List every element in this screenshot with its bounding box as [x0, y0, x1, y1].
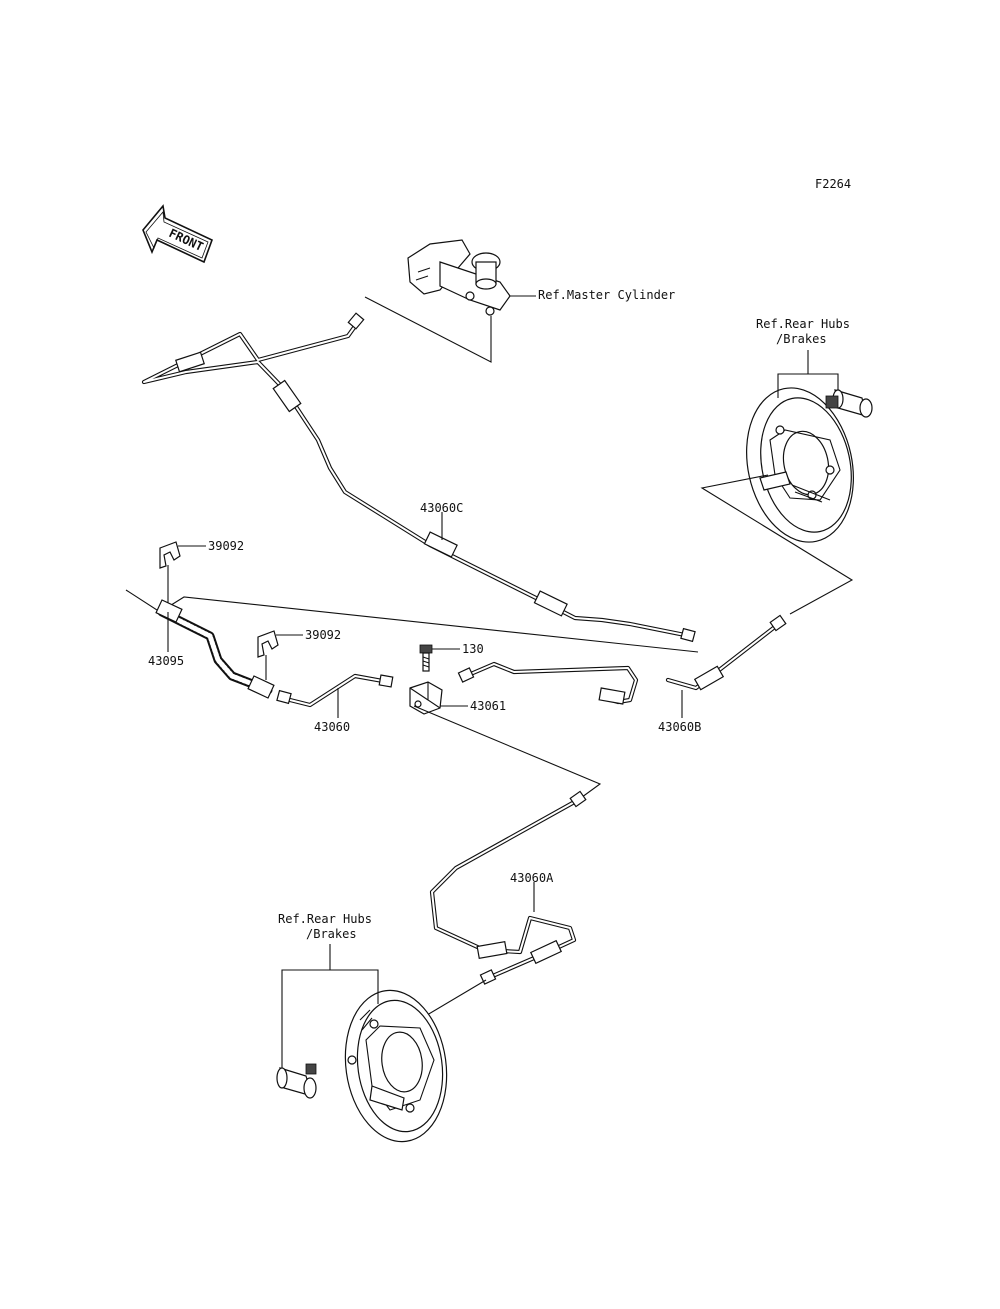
- rear-brake-right: [746, 387, 854, 543]
- label-43060: 43060: [314, 720, 350, 734]
- joint-43061: [409, 681, 443, 715]
- brake-pipe-43060a: [429, 790, 587, 985]
- ref-rear-hubs-right-line1: Ref.Rear Hubs: [756, 317, 850, 331]
- label-43060c: 43060C: [420, 501, 463, 515]
- clip-39092-lower: [257, 630, 279, 658]
- brake-hose-43095: [155, 599, 275, 699]
- leader-master-cylinder: [364, 296, 492, 363]
- brake-pipe-43060: [276, 673, 394, 708]
- brake-pipe-43060b: [457, 614, 787, 705]
- clip-39092-upper: [159, 541, 181, 569]
- diagram-code: F2264: [815, 177, 851, 191]
- label-43095: 43095: [148, 654, 184, 668]
- leader-joint-to-43060a: [413, 705, 602, 801]
- front-arrow-icon: FRONT: [142, 204, 214, 264]
- rear-brake-left: [344, 989, 448, 1143]
- ref-rear-hubs-left-line2: /Brakes: [306, 927, 357, 941]
- ref-master-cylinder-label: Ref.Master Cylinder: [538, 288, 675, 302]
- label-39092-lower: 39092: [305, 628, 341, 642]
- label-130: 130: [462, 642, 484, 656]
- leader-right-brake: [700, 474, 854, 615]
- ref-rear-hubs-left-line1: Ref.Rear Hubs: [278, 912, 372, 926]
- bolt-130: [419, 644, 433, 672]
- master-cylinder: [407, 239, 511, 316]
- leader-left-brake: [421, 979, 487, 1019]
- ref-rear-hubs-right-line2: /Brakes: [776, 332, 827, 346]
- brake-pipe-43060c: [141, 312, 696, 643]
- label-43060b: 43060B: [658, 720, 701, 734]
- wheel-cylinder-left: [276, 1063, 317, 1099]
- label-43060a: 43060A: [510, 871, 554, 885]
- wheel-cylinder-right: [825, 389, 873, 418]
- label-43061: 43061: [470, 699, 506, 713]
- label-39092-upper: 39092: [208, 539, 244, 553]
